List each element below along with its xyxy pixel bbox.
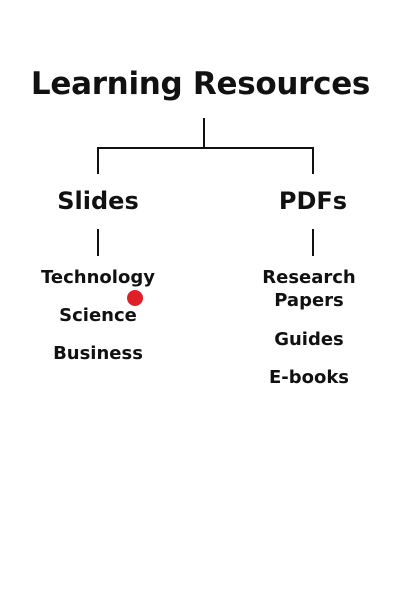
root-stem-line <box>203 118 205 148</box>
pdfs-drop-line <box>312 147 314 174</box>
branch-title-pdfs: PDFs <box>278 187 348 215</box>
horizontal-connector-line <box>97 147 314 149</box>
root-node-title: Learning Resources <box>30 66 371 102</box>
leaf-guides: Guides <box>274 329 344 350</box>
slides-drop-line <box>97 147 99 174</box>
slides-leaf-line <box>97 229 99 256</box>
leaf-ebooks: E-books <box>268 367 350 388</box>
leaf-research-papers-label: Research Papers <box>262 267 356 311</box>
leaf-business: Business <box>53 343 143 364</box>
leaf-science: Science <box>59 305 137 326</box>
leaf-research-papers: Research Papers <box>238 266 380 312</box>
red-marker-dot <box>127 290 143 306</box>
leaf-technology: Technology <box>41 267 155 288</box>
pdfs-leaf-line <box>312 229 314 256</box>
branch-title-slides: Slides <box>57 187 139 215</box>
